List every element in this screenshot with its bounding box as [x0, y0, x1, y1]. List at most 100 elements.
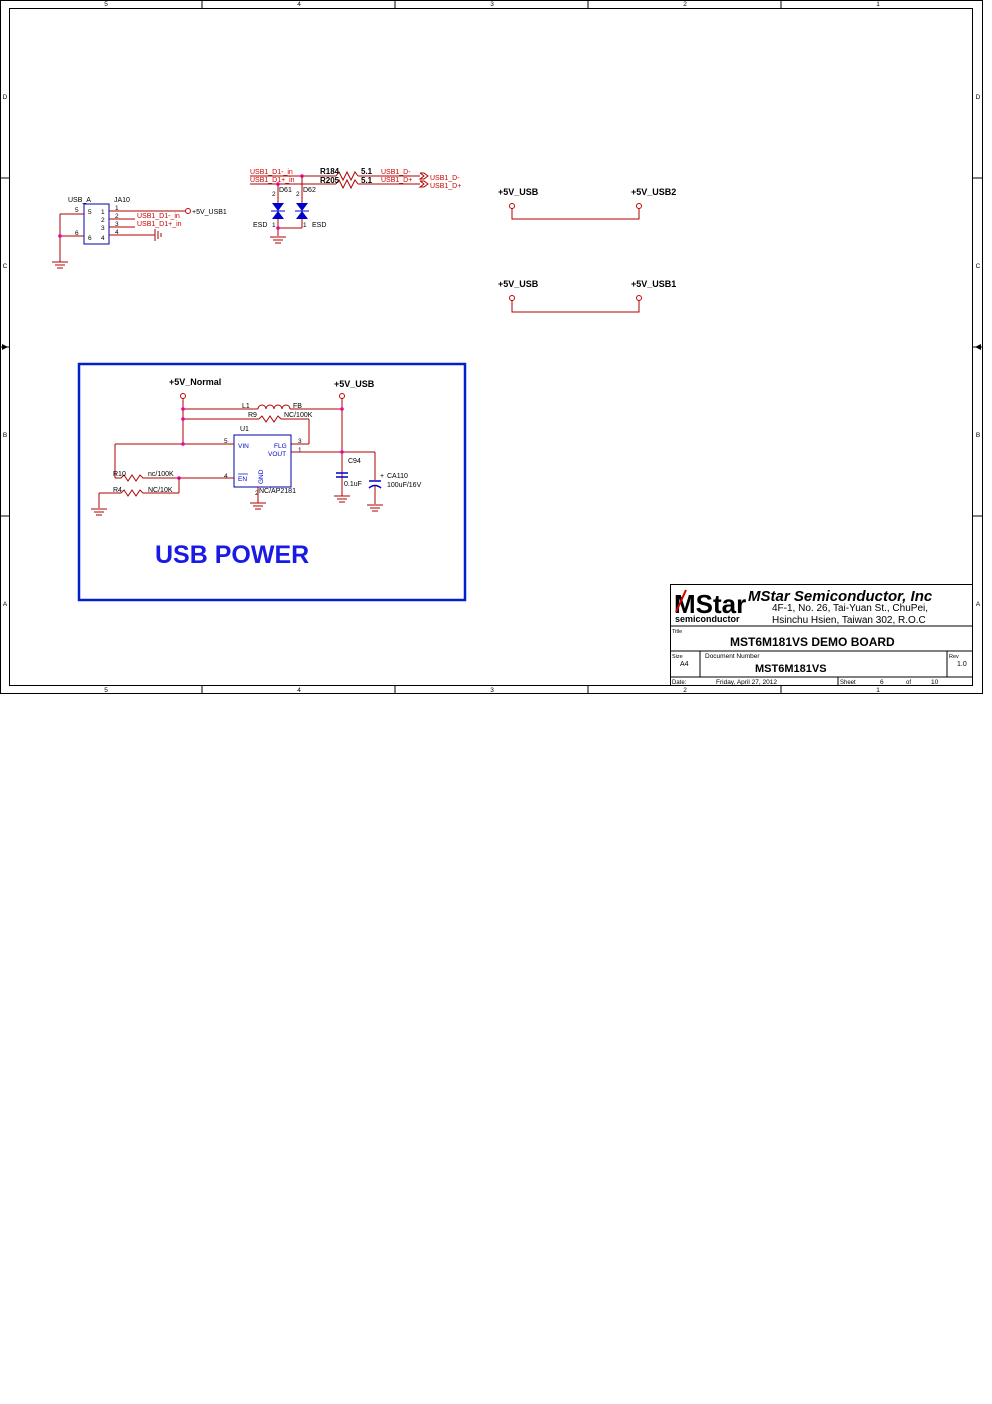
pin-number: 4	[224, 473, 228, 480]
jumper-usb1: +5V_USB +5V_USB1	[498, 279, 676, 313]
title-block: MStar semiconductor MStar Semiconductor,…	[670, 584, 973, 686]
ground-symbol	[250, 502, 266, 510]
frame-row-label: C	[976, 263, 981, 270]
capacitor-value: 0.1uF	[344, 481, 362, 488]
resistor-ref: R9	[248, 412, 257, 419]
net-label: USB1_D1-_in	[250, 169, 293, 176]
capacitor-ref: CA110	[387, 473, 408, 480]
frame-col-label: 3	[490, 1, 494, 8]
pin-number: 4	[101, 235, 105, 242]
company-address: Hsinchu Hsien, Taiwan 302, R.O.C	[772, 615, 926, 626]
resistor-value: NC/10K	[148, 487, 173, 494]
size-value: A4	[680, 661, 689, 668]
esd-label: ESD	[312, 222, 326, 229]
esd-protection: USB1_D1-_in USB1_D1+_in D61 2 1 ESD D62 …	[250, 167, 461, 244]
resistor-ref: R184	[320, 167, 340, 176]
resistor-ref: R4	[113, 487, 122, 494]
frame-row-label: D	[3, 94, 8, 101]
pin-number: 5	[224, 438, 228, 445]
resistor-value: 5.1	[361, 167, 373, 176]
drawing-frame: 5 4 3 2 1 5 4 3 2 1 D C B A D C B A	[0, 0, 983, 694]
pin-number: 2	[115, 213, 119, 220]
frame-col-label: 5	[104, 1, 108, 8]
pin-number: 1	[272, 222, 276, 229]
frame-row-label: A	[976, 601, 981, 608]
ic-pin-name: VOUT	[268, 451, 286, 458]
pin-number: 1	[101, 209, 105, 216]
docnum-label: Document Number	[705, 653, 760, 660]
port-label: USB1_D+	[430, 183, 461, 190]
revision: 1.0	[957, 661, 967, 668]
company-name: MStar Semiconductor, Inc	[748, 588, 933, 605]
ground-symbol	[52, 261, 68, 269]
usb-connector: USB_A JA10 5 6 5 1 2 3 6 4 1 2 3 4 USB1_…	[52, 197, 227, 269]
frame-row-label: B	[3, 432, 7, 439]
frame-col-label: 4	[297, 687, 301, 694]
ic-ref: U1	[240, 426, 249, 433]
of-label: of	[906, 680, 911, 686]
frame-row-label: B	[976, 432, 980, 439]
esd-label: ESD	[253, 222, 267, 229]
company-logo: MStar semiconductor	[674, 589, 746, 624]
connector-ref: USB_A	[68, 197, 91, 204]
ground-symbol	[270, 236, 286, 244]
net-label: USB1_D-	[381, 169, 411, 176]
ic-part: NC/AP2181	[259, 488, 296, 495]
pin-number: 2	[101, 217, 105, 224]
frame-row-label: D	[976, 94, 981, 101]
pin-number: 6	[88, 235, 92, 242]
chassis-ground-symbol	[154, 229, 162, 241]
power-rail-label: +5V_USB	[334, 379, 375, 389]
resistor-ref: R10	[113, 471, 126, 478]
frame-row-label: A	[3, 601, 8, 608]
frame-row-label: C	[3, 263, 8, 270]
title-label: Title	[672, 629, 682, 635]
drawing-title: MST6M181VS DEMO BOARD	[730, 635, 895, 649]
net-label: USB1_D1+_in	[250, 177, 295, 184]
company-address: 4F-1, No. 26, Tai-Yuan St., ChuPei,	[772, 603, 928, 614]
diode-ref: D61	[279, 187, 292, 194]
inductor-type: FB	[293, 403, 302, 410]
net-label: USB1_D1-_in	[137, 213, 180, 220]
port-label: USB1_D-	[430, 175, 460, 182]
usb-power-block: +5V_Normal +5V_USB L1 FB R9 NC/100K U1 V…	[77, 362, 467, 602]
logo-main: MStar	[674, 589, 746, 619]
pin-number: 3	[115, 221, 119, 228]
pin-number: 5	[75, 207, 79, 214]
power-net-label: +5V_USB	[498, 187, 539, 197]
pin-number: 6	[75, 230, 79, 237]
ground-symbol	[334, 495, 350, 503]
resistor-ref: R205	[320, 176, 340, 185]
pin-number: 1	[303, 222, 307, 229]
power-rail-label: +5V_Normal	[169, 377, 221, 387]
diode-ref: D62	[303, 187, 316, 194]
capacitor-value: 100uF/16V	[387, 482, 422, 489]
resistor-value: nc/100K	[148, 471, 174, 478]
frame-col-label: 1	[876, 1, 880, 8]
sheet-label: Sheet	[840, 680, 856, 686]
ic-pin-name: VIN	[238, 443, 249, 450]
ground-symbol	[91, 508, 107, 516]
resistor-value: NC/100K	[284, 412, 313, 419]
block-title: USB POWER	[155, 541, 309, 569]
pin-number: 1	[298, 447, 302, 454]
sheet-total: 10	[931, 679, 939, 686]
pin-number: 1	[115, 205, 119, 212]
pin-number: 3	[298, 438, 302, 445]
resistor-value: 5.1	[361, 176, 373, 185]
rev-label: Rev	[949, 654, 959, 660]
net-label: USB1_D+	[381, 177, 412, 184]
frame-col-label: 1	[876, 687, 880, 694]
pin-number: 2	[296, 191, 300, 198]
power-net-label: +5V_USB1	[192, 209, 227, 216]
pin-number: 4	[115, 229, 119, 236]
frame-col-label: 3	[490, 687, 494, 694]
date-value: Friday, April 27, 2012	[716, 679, 777, 686]
ic-pin-name: EN	[238, 476, 247, 483]
size-label: Size	[672, 654, 683, 660]
power-net-label: +5V_USB	[498, 279, 539, 289]
capacitor-ref: C94	[348, 458, 361, 465]
date-label: Date:	[672, 680, 687, 686]
jumper-usb2: +5V_USB +5V_USB2	[498, 187, 676, 220]
